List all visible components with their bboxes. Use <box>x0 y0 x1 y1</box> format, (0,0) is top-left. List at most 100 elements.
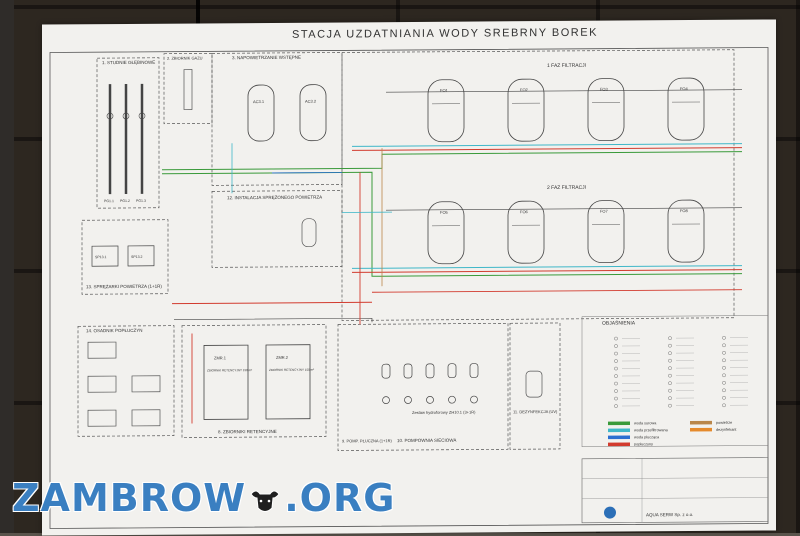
compressor-unit: SP13.2 <box>128 246 154 266</box>
filter-vessel: FO3 <box>588 78 624 140</box>
aeration-tank: AC3.2 <box>300 85 326 141</box>
pump-symbol <box>405 396 412 403</box>
filter-label: FO8 <box>680 208 689 213</box>
disinfection-section: 11. DEZYNFEKCJA (UV) <box>510 323 560 449</box>
wells-title: 1. STUDNIE GŁĘBINOWE <box>102 60 155 65</box>
schematic-poster: STACJA UZDATNIANIA WODY SREBRNY BOREK 1.… <box>42 19 776 535</box>
retention-tank-name: ZMR.2 <box>276 355 289 360</box>
well-label: PG1.3 <box>136 199 146 203</box>
legend-symbol <box>722 404 725 407</box>
legend-symbol <box>722 396 725 399</box>
pump-symbol <box>427 396 434 403</box>
legend-symbol <box>614 352 617 355</box>
legend-label: popłuczyny <box>634 442 653 446</box>
compressed-air-section: 12. INSTALACJA SPRĘŻONEGO POWIETRZA <box>212 190 342 267</box>
pump-vessel <box>470 364 478 378</box>
legend-symbol <box>668 404 671 407</box>
legend-symbol <box>614 337 617 340</box>
wash-pump-title: 9. POMP. PŁUCZNA (1+1R) <box>342 438 392 443</box>
filter-vessel: FO7 <box>588 200 624 262</box>
legend-symbol <box>722 336 725 339</box>
legend-label: woda przefiltrowana <box>634 428 669 432</box>
legend-symbol <box>668 367 671 370</box>
legend-symbol <box>722 366 725 369</box>
aeration-title: 3. NAPOWIETRZANIE WSTĘPNE <box>232 55 301 60</box>
legend-symbol <box>614 359 617 362</box>
pipe <box>352 148 742 151</box>
watermark-right: .ORG <box>284 476 395 520</box>
legend-label: dezynfekant <box>716 428 737 432</box>
legend-symbol <box>668 337 671 340</box>
filter-label: FO6 <box>520 209 529 214</box>
legend-symbol <box>614 367 617 370</box>
filter-vessel: FO5 <box>428 202 464 264</box>
filter-vessel: FO6 <box>508 201 544 263</box>
watermark: ZAMBROW .ORG <box>12 476 395 520</box>
legend-symbol <box>614 404 617 407</box>
filter-label: FO7 <box>600 209 609 214</box>
legend-symbol <box>614 382 617 385</box>
legend-symbol <box>668 359 671 362</box>
well-label: PG1.1 <box>104 199 114 203</box>
pipe <box>162 152 742 170</box>
legend-entry: woda surowa <box>608 421 657 425</box>
legend-entry: popłuczyny <box>608 442 653 446</box>
retention-tank-desc: ZBIORNIK RETENCYJNY 150 m³ <box>207 368 252 372</box>
filter-vessel: FO8 <box>668 200 704 262</box>
compressor-label: SP13.2 <box>131 255 143 259</box>
retention-tank-name: ZMR.1 <box>214 355 227 360</box>
disinfection-title: 11. DEZYNFEKCJA (UV) <box>513 409 558 414</box>
legend-symbol <box>668 352 671 355</box>
stage1-title: 1 FAZ FILTRACJI <box>547 63 586 69</box>
aeration-tank-label: AC3.1 <box>253 99 265 104</box>
company-name: AQUA SERW Sp. z o.o. <box>646 512 693 517</box>
legend-symbol <box>614 397 617 400</box>
gas-title: 2. ZBIORNIK GAZU <box>167 55 203 60</box>
legend-entry: dezynfekant <box>690 428 737 432</box>
settling-section: 14. OSADNIK POPŁUCZYN <box>78 326 174 437</box>
legend-symbol <box>668 389 671 392</box>
aeration-section: 3. NAPOWIETRZANIE WSTĘPNE AC3.1 AC3.2 <box>212 52 342 185</box>
legend-entry: woda płucząca <box>608 435 660 439</box>
well: PG1.3 <box>136 84 146 203</box>
pipe-network <box>162 90 742 424</box>
legend-entry: powietrze <box>690 421 732 425</box>
legend-label: powietrze <box>716 421 732 425</box>
legend-symbol <box>668 397 671 400</box>
well: PG1.1 <box>104 84 114 203</box>
legend-entry: woda przefiltrowana <box>608 428 669 432</box>
bison-icon <box>248 486 282 516</box>
title-block: AQUA SERW Sp. z o.o. <box>582 457 768 522</box>
aeration-tank: AC3.1 <box>248 85 274 141</box>
pump-symbol <box>449 396 456 403</box>
compressed-air-title: 12. INSTALACJA SPRĘŻONEGO POWIETRZA <box>227 194 322 201</box>
legend-symbol <box>614 389 617 392</box>
well-label: PG1.2 <box>120 199 130 203</box>
gas-tank-section: 2. ZBIORNIK GAZU <box>164 53 212 123</box>
pipe <box>174 318 372 323</box>
legend-symbol <box>722 351 725 354</box>
pump-vessel <box>426 364 434 378</box>
legend-label: woda płucząca <box>634 435 660 439</box>
stage2-title: 2 FAZ FILTRACJI <box>547 185 586 191</box>
compressor-unit: SP13.1 <box>92 246 118 266</box>
filter-vessel: FO1 <box>428 80 464 142</box>
well: PG1.2 <box>120 84 130 203</box>
legend-symbol <box>668 344 671 347</box>
wells-section: 1. STUDNIE GŁĘBINOWE PG1.1 PG1.2 PG1.3 <box>97 58 159 208</box>
legend: OBJAŚNIENIA woda surowa woda przefiltrowa… <box>582 315 768 446</box>
pipe <box>352 266 742 269</box>
pipe <box>352 270 742 273</box>
compressor-label: SP13.1 <box>95 255 107 259</box>
filter-vessel: FO4 <box>668 78 704 140</box>
compressors-title: 13. SPRĘŻARKI POWIETRZA (1+1R) <box>86 283 162 290</box>
pump-vessel <box>448 364 456 378</box>
filter-label: FO5 <box>440 210 449 215</box>
legend-symbol <box>722 381 725 384</box>
legend-symbol <box>722 359 725 362</box>
pipe <box>352 144 742 147</box>
legend-title: OBJAŚNIENIA <box>602 318 636 326</box>
